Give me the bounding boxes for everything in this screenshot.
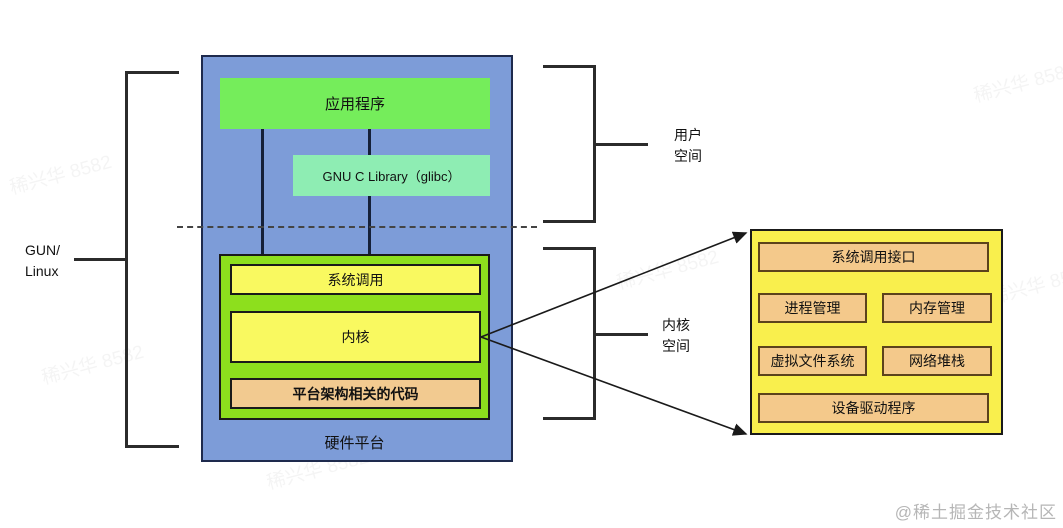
kernel-space-bracket-connector: [596, 333, 648, 336]
kernel-label: 内核: [341, 329, 370, 345]
juejin-community-credit: @稀土掘金技术社区: [894, 503, 1057, 522]
watermark: 稀兴华 8582: [39, 341, 147, 390]
syscall-interface-box: 系统调用接口: [758, 242, 989, 272]
virtual-file-system-box: 虚拟文件系统: [758, 346, 867, 376]
watermark: 稀兴华 8582: [971, 59, 1063, 108]
platform-code-box: 平台架构相关的代码: [230, 378, 481, 409]
system-call-box: 系统调用: [230, 264, 481, 295]
glibc-box: GNU C Library（glibc）: [293, 155, 490, 196]
kernel-space-label-line2: 空间: [662, 338, 690, 354]
connector-line: [368, 129, 371, 155]
connector-line: [368, 196, 371, 264]
device-drivers-label: 设备驱动程序: [831, 400, 916, 416]
application-box: 应用程序: [220, 78, 490, 129]
device-drivers-box: 设备驱动程序: [758, 393, 989, 423]
user-space-bracket-bottom: [543, 220, 596, 223]
left-bracket-vertical: [125, 71, 128, 448]
user-space-bracket-connector: [596, 143, 648, 146]
gnu-linux-label: GUN/ Linux: [25, 240, 60, 282]
process-management-box: 进程管理: [758, 293, 867, 323]
connector-line: [261, 129, 264, 264]
memory-management-box: 内存管理: [882, 293, 992, 323]
watermark: 稀兴华 8582: [7, 151, 115, 200]
kernel-box: 内核: [230, 311, 481, 363]
network-stack-box: 网络堆栈: [882, 346, 992, 376]
user-space-bracket-top: [543, 65, 596, 68]
hardware-platform-label: 硬件平台: [324, 435, 385, 452]
watermark: 稀兴华 8582: [614, 246, 722, 295]
network-stack-label: 网络堆栈: [909, 353, 965, 369]
kernel-space-label-line1: 内核: [662, 317, 690, 333]
syscall-interface-label: 系统调用接口: [831, 249, 916, 265]
kernel-space-bracket-top: [543, 247, 596, 250]
user-kernel-divider-dashed-line: [177, 226, 537, 228]
gnu-linux-label-line1: GUN/: [25, 242, 60, 258]
kernel-space-bracket-bottom: [543, 417, 596, 420]
system-call-label: 系统调用: [327, 271, 384, 288]
left-bracket-connector: [74, 258, 126, 261]
user-space-label-line2: 空间: [674, 148, 702, 164]
process-management-label: 进程管理: [784, 300, 841, 316]
user-space-bracket-vertical: [593, 65, 596, 223]
left-bracket-top: [125, 71, 179, 74]
gnu-linux-label-line2: Linux: [25, 263, 59, 279]
virtual-file-system-label: 虚拟文件系统: [770, 353, 855, 369]
application-label: 应用程序: [324, 96, 385, 113]
glibc-label: GNU C Library（glibc）: [322, 169, 461, 184]
user-space-label: 用户 空间: [674, 125, 702, 167]
user-space-label-line1: 用户: [674, 127, 702, 143]
left-bracket-bottom: [125, 445, 179, 448]
kernel-space-label: 内核 空间: [662, 315, 690, 357]
platform-code-label: 平台架构相关的代码: [292, 385, 419, 402]
memory-management-label: 内存管理: [909, 300, 965, 316]
